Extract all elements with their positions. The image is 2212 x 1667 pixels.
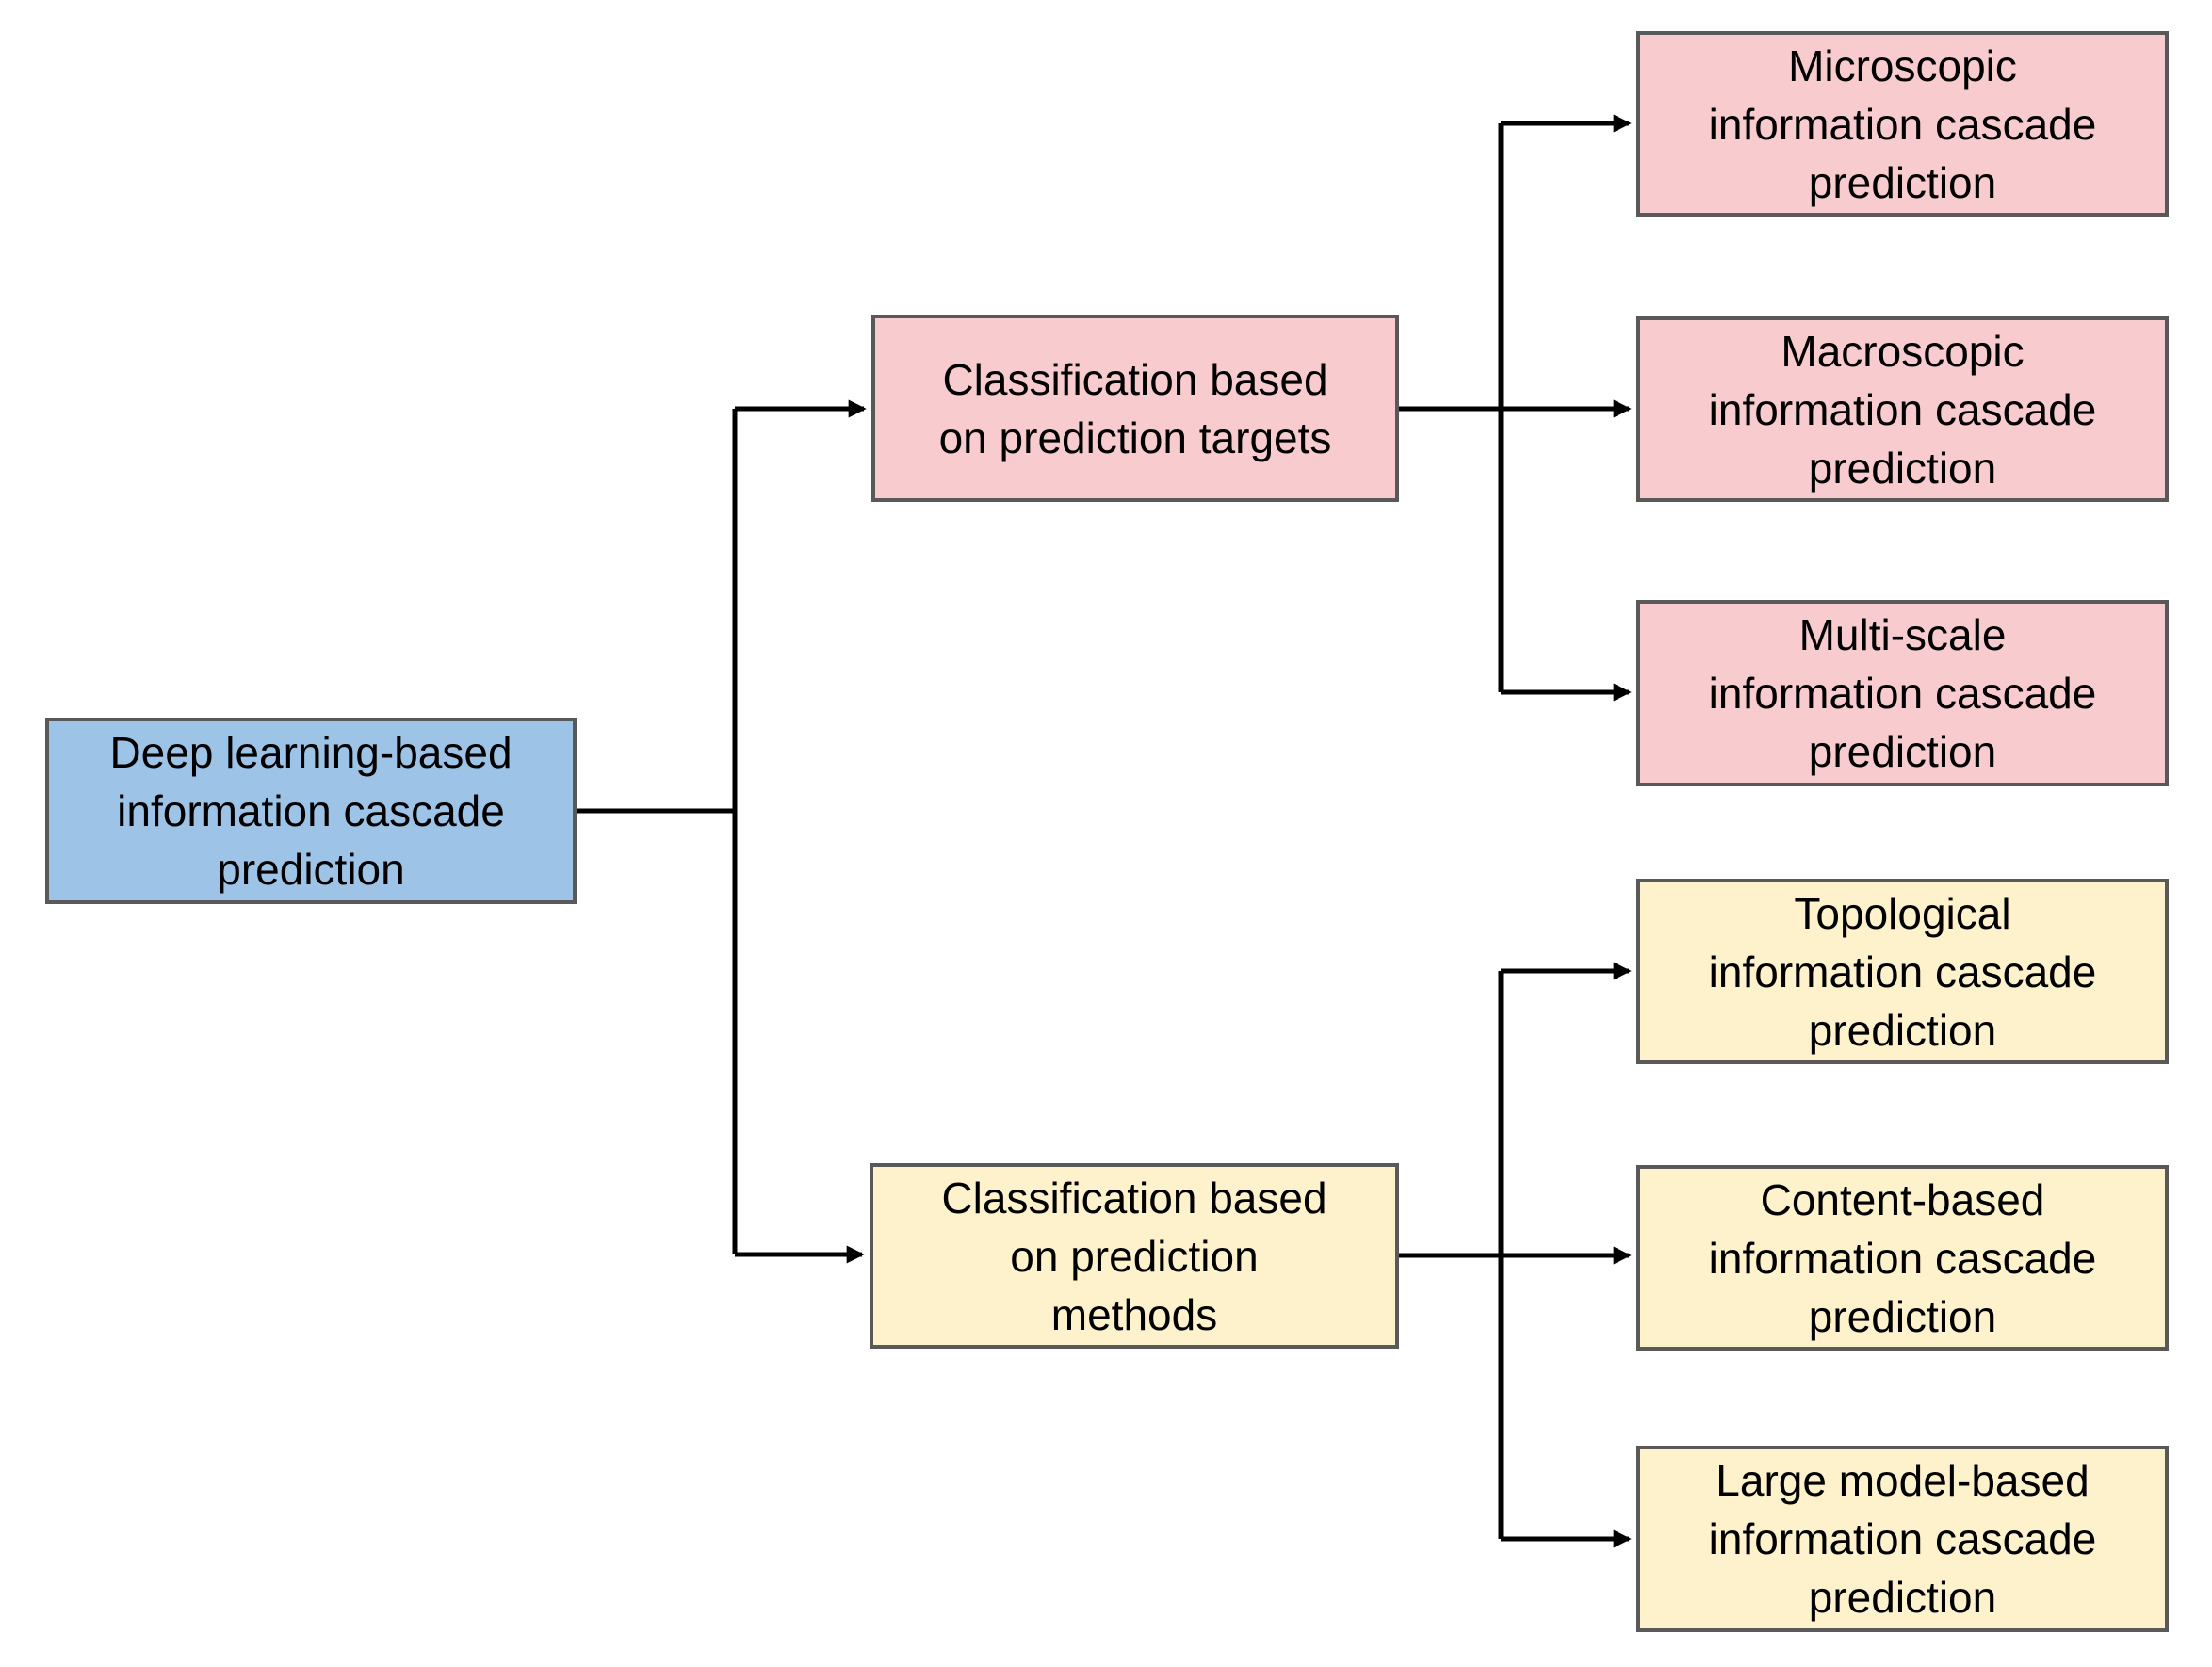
- node-microscopic-label: Microscopic information cascade predicti…: [1708, 40, 2097, 207]
- node-classification-by-methods: Classification based on prediction metho…: [870, 1163, 1399, 1349]
- node-macroscopic-label: Macroscopic information cascade predicti…: [1708, 326, 2097, 493]
- node-classification-by-methods-label: Classification based on prediction metho…: [941, 1173, 1327, 1339]
- node-classification-by-targets-label: Classification based on prediction targe…: [938, 354, 1332, 462]
- node-multiscale-label: Multi-scale information cascade predicti…: [1708, 610, 2097, 776]
- node-macroscopic: Macroscopic information cascade predicti…: [1636, 316, 2169, 502]
- node-root-deep-learning: Deep learning-based information cascade …: [45, 718, 577, 904]
- node-root-label: Deep learning-based information cascade …: [109, 728, 512, 894]
- node-large-model-based: Large model-based information cascade pr…: [1636, 1446, 2169, 1632]
- node-content-based: Content-based information cascade predic…: [1636, 1165, 2169, 1351]
- node-topological-label: Topological information cascade predicti…: [1708, 888, 2097, 1055]
- node-large-model-based-label: Large model-based information cascade pr…: [1708, 1456, 2097, 1622]
- node-microscopic: Microscopic information cascade predicti…: [1636, 31, 2169, 217]
- node-content-based-label: Content-based information cascade predic…: [1708, 1174, 2097, 1341]
- node-multiscale: Multi-scale information cascade predicti…: [1636, 600, 2169, 786]
- node-topological: Topological information cascade predicti…: [1636, 879, 2169, 1064]
- node-classification-by-targets: Classification based on prediction targe…: [871, 315, 1399, 502]
